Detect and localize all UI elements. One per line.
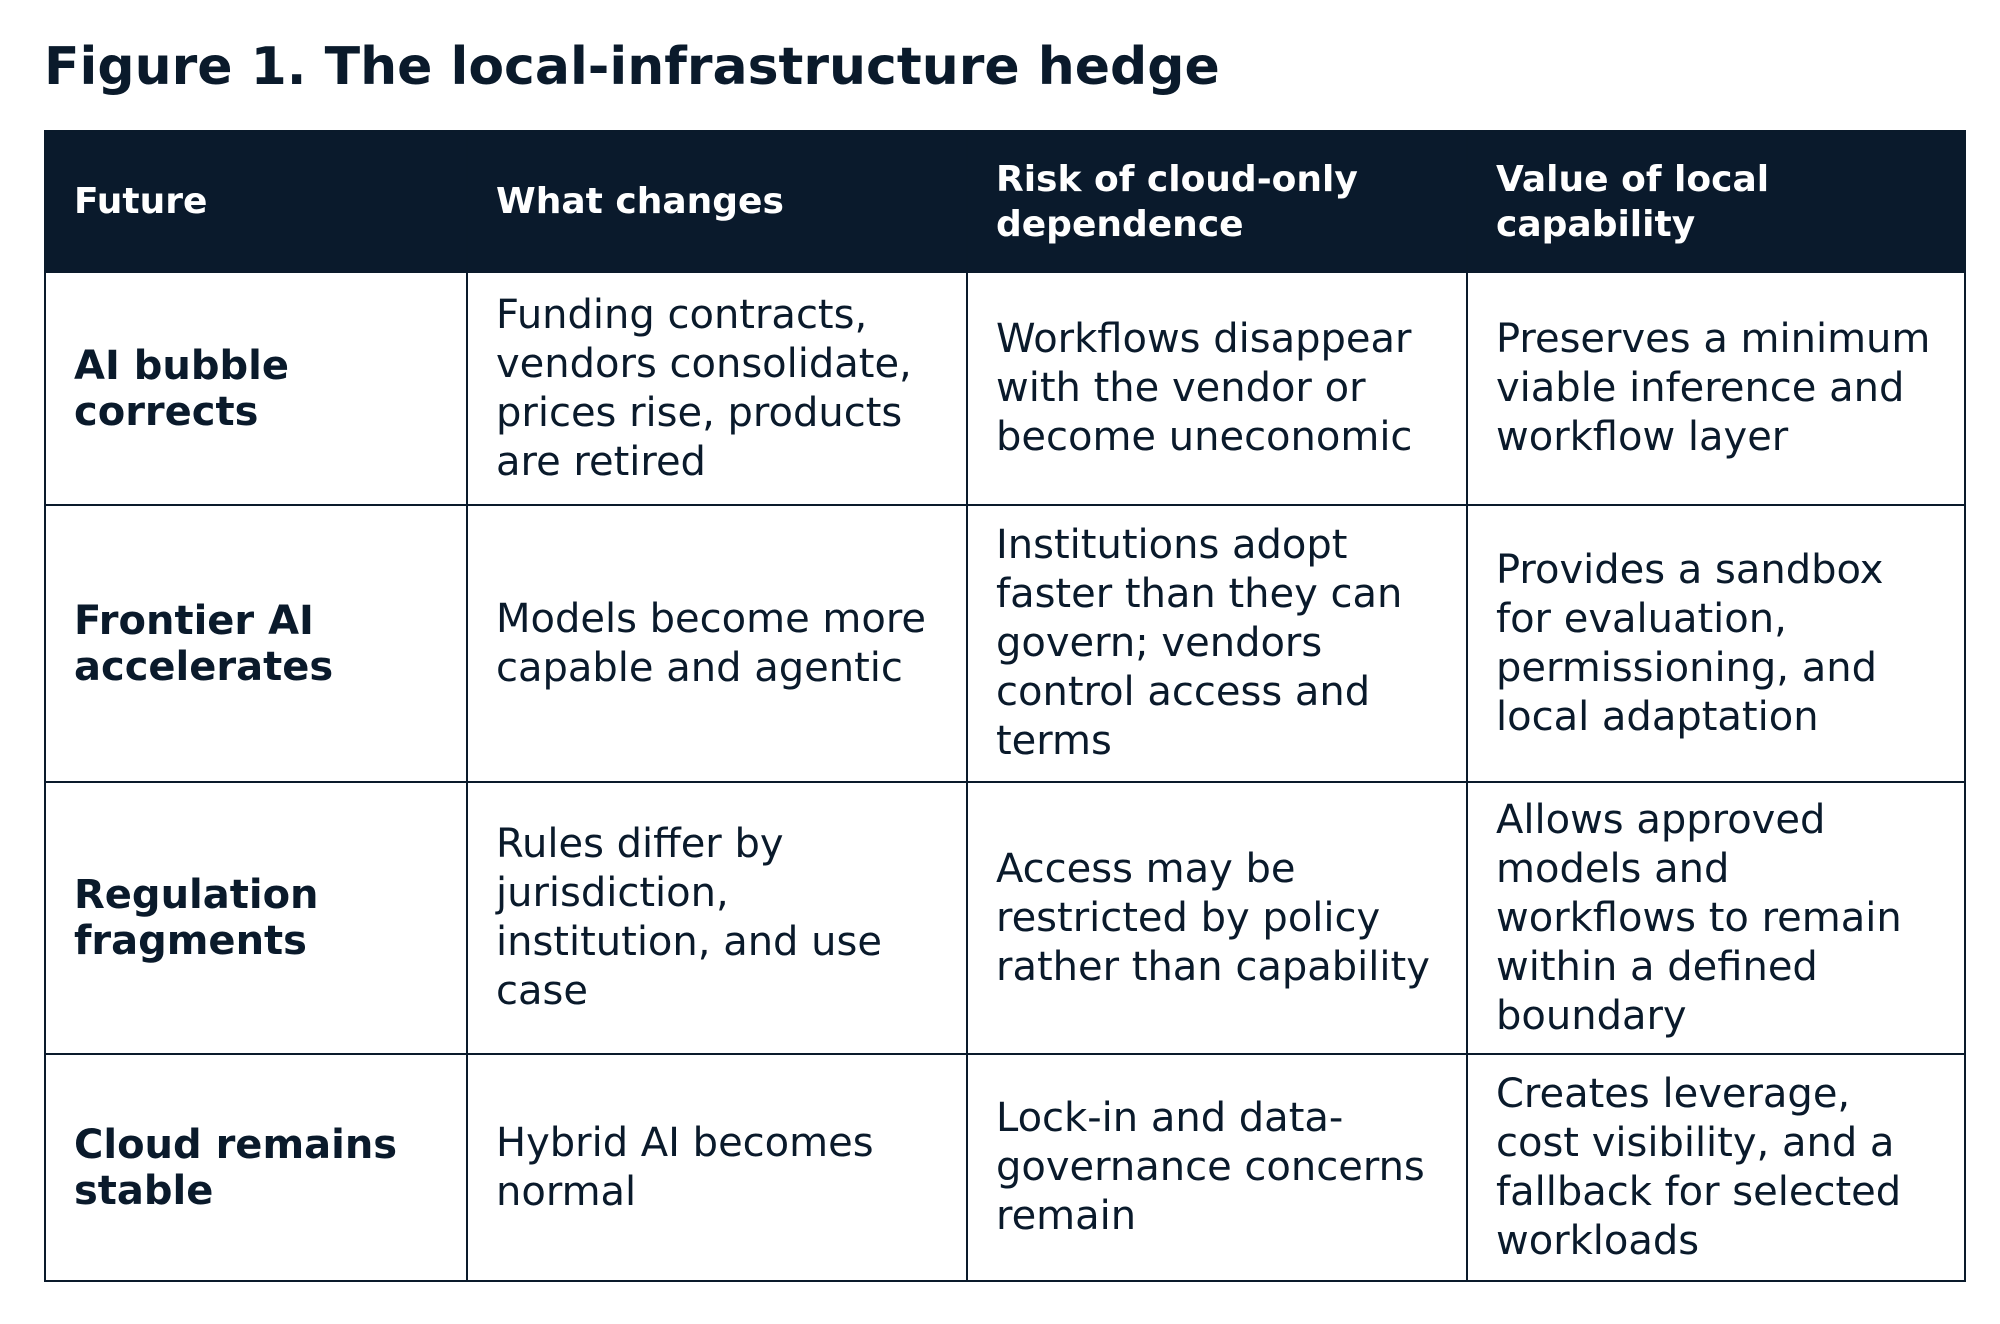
header-risk: Risk of cloud-only dependence [966,130,1468,273]
risk-cell: Institutions adopt faster than they can … [966,504,1468,783]
table-row: Frontier AI accelerates Models become mo… [44,504,1966,783]
future-cell: Regulation fragments [44,781,468,1055]
value-cell: Provides a sandbox for evaluation, permi… [1466,504,1966,783]
future-cell: Cloud remains stable [44,1053,468,1282]
risk-cell: Lock-in and data-governance concerns rem… [966,1053,1468,1282]
what-changes-cell: Rules differ by jurisdiction, institutio… [466,781,968,1055]
risk-cell: Access may be restricted by policy rathe… [966,781,1468,1055]
header-what-changes: What changes [466,130,968,273]
hedge-table: Future What changes Risk of cloud-only d… [44,130,1966,1282]
value-cell: Creates leverage, cost visibility, and a… [1466,1053,1966,1282]
what-changes-cell: Funding contracts, vendors consolidate, … [466,271,968,506]
what-changes-cell: Models become more capable and agentic [466,504,968,783]
future-cell: Frontier AI accelerates [44,504,468,783]
table-header: Future What changes Risk of cloud-only d… [44,130,1966,273]
table-row: AI bubble corrects Funding contracts, ve… [44,271,1966,506]
figure-title: Figure 1. The local-infrastructure hedge [44,37,1220,97]
header-value: Value of local capability [1466,130,1966,273]
table-row: Cloud remains stable Hybrid AI becomes n… [44,1053,1966,1282]
risk-cell: Workflows disappear with the vendor or b… [966,271,1468,506]
table-body: AI bubble corrects Funding contracts, ve… [44,271,1966,1282]
header-row: Future What changes Risk of cloud-only d… [44,130,1966,273]
header-future: Future [44,130,468,273]
future-cell: AI bubble corrects [44,271,468,506]
value-cell: Preserves a minimum viable inference and… [1466,271,1966,506]
value-cell: Allows approved models and workflows to … [1466,781,1966,1055]
table-row: Regulation fragments Rules differ by jur… [44,781,1966,1055]
what-changes-cell: Hybrid AI becomes normal [466,1053,968,1282]
